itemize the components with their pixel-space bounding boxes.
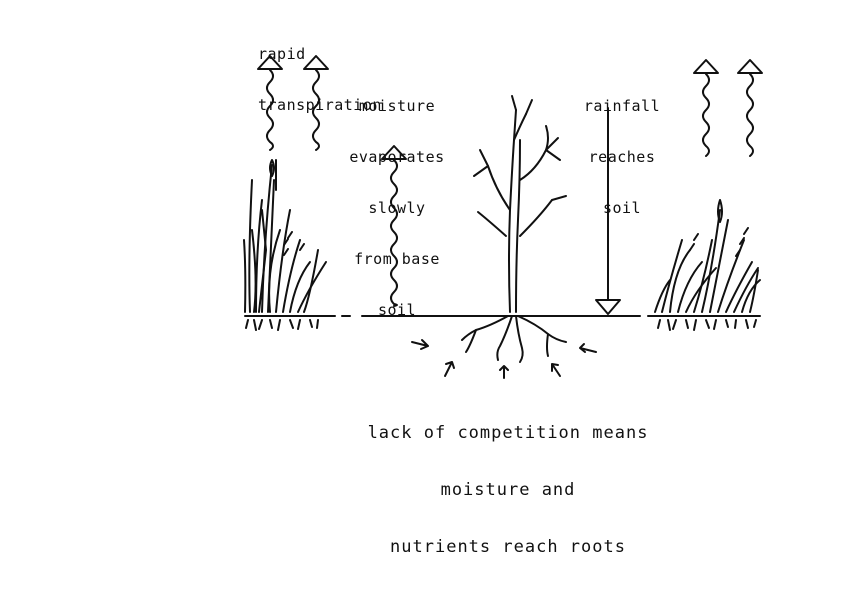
tree-roots: [461, 315, 567, 363]
diagram-canvas: rapid transpiration moisture evaporates …: [243, 45, 763, 557]
left-grass-clump: [243, 159, 327, 331]
evaporation-arrow-soil: [381, 145, 407, 307]
nutrient-arrows: [411, 339, 597, 379]
transpiration-arrow-left-1: [257, 55, 283, 151]
tree: [473, 95, 567, 313]
label-rainfall: rainfall reaches soil: [583, 97, 661, 217]
label-moisture-evaporates: moisture evaporates slowly from base soi…: [349, 97, 445, 319]
right-grass-clump: [654, 199, 761, 331]
diagram-drawing: [243, 55, 763, 379]
transpiration-arrow-right-1: [693, 59, 719, 157]
evaporation-arrows: [257, 55, 763, 307]
rainfall-arrow: [595, 107, 621, 315]
transpiration-arrow-left-2: [303, 55, 329, 151]
label-rapid-transpiration: rapid transpiration: [258, 45, 382, 114]
transpiration-arrow-right-2: [737, 59, 763, 157]
label-competition: lack of competition means moisture and n…: [367, 423, 649, 557]
